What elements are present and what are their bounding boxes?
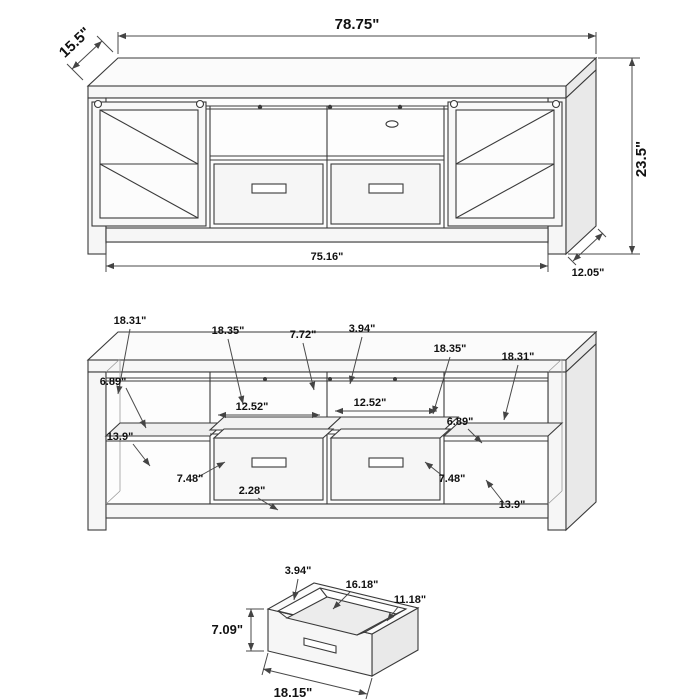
dim-overall-height: 23.5" [633, 141, 650, 177]
dim-center-gap-width: 7.72" [290, 329, 317, 341]
dim-right-cubby-width: 12.52" [354, 397, 387, 409]
dim-drawer-inner-width: 16.18" [346, 579, 379, 591]
drawer-right [330, 163, 441, 225]
dim-left-lower-height: 13.9" [107, 431, 134, 443]
drawer-left-handle [251, 183, 287, 194]
top-slab-front [87, 359, 567, 373]
dim-left-upper-height: 6.89" [100, 376, 127, 388]
dim-left-drawer-height: 7.48" [177, 473, 204, 485]
drawer-left [213, 163, 324, 225]
right-leg-side [565, 68, 597, 256]
dim-overall-depth: 15.5" [56, 24, 94, 61]
tv-stand-closed-drawing [86, 56, 598, 256]
dim-left-inner-width: 18.35" [212, 325, 245, 337]
barn-door-right [447, 99, 563, 227]
dim-base-height: 2.28" [239, 485, 266, 497]
door-roller [449, 99, 459, 109]
dim-right-drawer-height: 7.48" [439, 473, 466, 485]
rail-bolt [327, 104, 333, 110]
dim-left-shelf-width: 18.31" [114, 315, 147, 327]
door-roller [551, 99, 561, 109]
dim-inner-width: 75.16" [311, 251, 344, 263]
rail-bolt [257, 104, 263, 110]
right-side-shelf [442, 422, 564, 442]
bottom-rail [105, 503, 549, 519]
dim-left-cubby-width: 12.52" [236, 401, 269, 413]
dim-drawer-lip: 3.94" [285, 565, 312, 577]
dim-side-depth: 12.05" [572, 267, 605, 279]
drawer-right-handle [368, 457, 404, 468]
cable-hole [385, 120, 399, 128]
dim-drawer-inner-depth: 11.18" [394, 594, 426, 606]
drawer-dimensions: 7.09" 18.15" 3.94" 16.18" 11.18" [212, 565, 427, 700]
dim-right-shelf-width: 18.31" [502, 351, 535, 363]
drawer-left-handle [251, 457, 287, 468]
drawer-right-open [329, 428, 452, 501]
right-leg [547, 371, 567, 531]
rail-bolt [328, 377, 332, 381]
open-view-dimensions: 18.31" 18.35" 7.72" 3.94" 18.35" 18.31" … [100, 315, 535, 511]
right-leg-side [565, 342, 597, 532]
dim-drawer-height: 7.09" [212, 622, 243, 637]
drawer-inner-edges [277, 587, 407, 636]
rail-bolt [397, 104, 403, 110]
dim-right-lower-height: 13.9" [499, 499, 526, 511]
tv-stand-open-view: 18.31" 18.35" 7.72" 3.94" 18.35" 18.31" … [86, 315, 598, 532]
door-roller [195, 99, 205, 109]
left-leg [87, 371, 107, 531]
tv-stand-closed-view: 78.75" 15.5" 23.5" 75.16" 12.05" [56, 16, 650, 279]
rail-bolt [393, 377, 397, 381]
drawer-right-handle [368, 183, 404, 194]
top-slab-front [87, 85, 567, 99]
dim-overall-width: 78.75" [335, 16, 380, 33]
drawer-left-open [212, 428, 335, 501]
top-surface [86, 57, 598, 87]
tv-stand-open-drawing [86, 330, 598, 532]
bottom-rail [105, 227, 549, 243]
drawer-detail-view: 7.09" 18.15" 3.94" 16.18" 11.18" [212, 565, 427, 700]
drawer-handle [303, 637, 337, 654]
center-partitions [209, 106, 445, 228]
dim-right-upper-height: 6.89" [447, 416, 474, 428]
partitions [209, 372, 445, 504]
dim-right-inner-width: 18.35" [434, 343, 467, 355]
dim-drawer-width: 18.15" [274, 685, 313, 700]
dim-center-small-width: 3.94" [349, 323, 376, 335]
barn-door-left [91, 99, 207, 227]
door-roller [93, 99, 103, 109]
drawer-box-drawing [266, 582, 420, 677]
rail-bolt [263, 377, 267, 381]
